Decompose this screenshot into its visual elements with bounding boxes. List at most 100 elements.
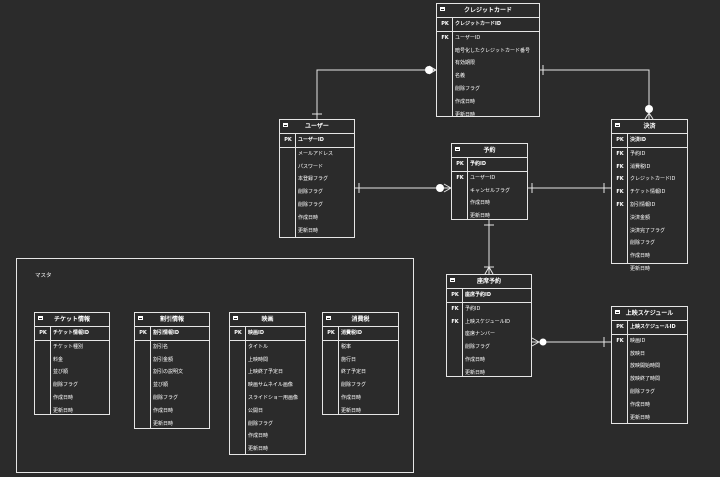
table-icon	[138, 316, 143, 320]
attribute-name: チケット種別	[53, 343, 84, 350]
attribute-name: 放映終了時間	[630, 376, 661, 383]
attribute-row: 決済完了フラグ	[612, 225, 687, 238]
attribute-name: 予約ID	[470, 161, 487, 167]
attribute-name: 削除フラグ	[630, 240, 656, 247]
key-column-divider	[295, 133, 296, 237]
attribute-name: 座席予約ID	[465, 292, 492, 298]
attribute-row: 決済金額	[612, 212, 687, 225]
attribute-name: 消費税ID	[630, 163, 651, 170]
attribute-row: 名義	[437, 70, 539, 83]
attribute-name: チケット情報ID	[53, 330, 90, 336]
attribute-name: 本登録フラグ	[298, 176, 329, 183]
attribute-row: 更新日時	[452, 210, 527, 223]
key-marker: PK	[327, 330, 335, 336]
attribute-name: キャンセルフラグ	[470, 187, 511, 194]
key-marker: FK	[616, 150, 624, 157]
attribute-row: 上映終了予定日	[230, 366, 305, 379]
key-column-divider	[627, 320, 628, 423]
attribute-name: 施行日	[341, 356, 357, 363]
key-column-divider	[50, 326, 51, 414]
attribute-row: 削除フラグ	[323, 379, 398, 392]
attribute-name: 上映時間	[248, 356, 269, 363]
attribute-row: 作成日時	[612, 250, 687, 263]
key-marker: FK	[616, 189, 624, 196]
attribute-name: 名義	[455, 73, 466, 80]
key-marker: FK	[616, 163, 624, 170]
attribute-row: 放映開始時間	[612, 360, 687, 373]
attribute-name: 削除フラグ	[341, 382, 367, 389]
attribute-row: 作成日時	[437, 96, 539, 109]
entity-title: クレジットカード	[463, 7, 512, 14]
attribute-row: キャンセルフラグ	[452, 185, 527, 198]
attribute-row: FK 消費税ID	[612, 161, 687, 174]
attribute-row: FK 映画ID	[612, 335, 687, 348]
attribute-row: 上映時間	[230, 354, 305, 367]
entity-header: 割引情報	[135, 313, 209, 327]
attribute-row: 更新日時	[230, 443, 305, 456]
attribute-row: 割引金額	[135, 354, 209, 367]
attribute-name: 更新日時	[298, 227, 319, 234]
key-marker: PK	[616, 324, 624, 330]
attribute-name: 映画サムネイル画像	[248, 382, 293, 389]
attribute-row: 作成日時	[230, 430, 305, 443]
attribute-name: メールアドレス	[298, 150, 334, 157]
attribute-name: ユーザーID	[298, 137, 324, 143]
attribute-row: PK 予約ID	[452, 158, 527, 172]
attribute-row: 作成日時	[323, 392, 398, 405]
attribute-name: 予約ID	[630, 150, 646, 157]
attribute-row: 暗号化したクレジットカード番号	[437, 45, 539, 58]
entity-header: 座席予約	[447, 275, 531, 289]
attribute-name: 公開日	[248, 407, 264, 414]
attribute-row: 割引の説明文	[135, 366, 209, 379]
attribute-name: タイトル	[248, 343, 269, 350]
attribute-name: 予約ID	[465, 305, 481, 312]
attribute-name: 作成日時	[53, 394, 74, 401]
key-marker: PK	[234, 330, 242, 336]
attribute-row: 並び順	[35, 366, 109, 379]
attribute-name: 暗号化したクレジットカード番号	[455, 47, 531, 54]
attribute-name: 更新日時	[455, 111, 476, 118]
attribute-row: 作成日時	[447, 354, 531, 367]
attribute-name: 料金	[53, 356, 64, 363]
entity-header: クレジットカード	[437, 4, 539, 18]
attribute-row: 税率	[323, 341, 398, 354]
attribute-row: 削除フラグ	[612, 237, 687, 250]
attribute-name: 削除フラグ	[455, 85, 481, 92]
attribute-row: 本登録フラグ	[280, 173, 354, 186]
key-column-divider	[452, 17, 453, 116]
entity-title: 映画	[261, 316, 274, 323]
attribute-row: 割引名	[135, 341, 209, 354]
key-marker: FK	[616, 337, 624, 344]
key-marker: FK	[616, 176, 624, 183]
attribute-name: 割引情報ID	[630, 201, 656, 208]
attribute-row: 更新日時	[35, 405, 109, 418]
attribute-row: タイトル	[230, 341, 305, 354]
attribute-name: 並び順	[53, 369, 69, 376]
key-marker: PK	[456, 161, 464, 167]
attribute-name: 割引情報ID	[153, 330, 180, 336]
entity-header: 上映スケジュール	[612, 307, 687, 321]
master-group-label: マスタ	[35, 273, 52, 279]
attribute-name: 有効期限	[455, 60, 476, 67]
attribute-name: 作成日時	[248, 433, 269, 440]
entity-title: ユーザー	[305, 123, 329, 130]
attribute-row: 作成日時	[452, 197, 527, 210]
key-marker: PK	[39, 330, 47, 336]
attribute-name: 映画ID	[630, 337, 646, 344]
table-icon	[615, 123, 620, 127]
attribute-name: 作成日時	[630, 401, 651, 408]
